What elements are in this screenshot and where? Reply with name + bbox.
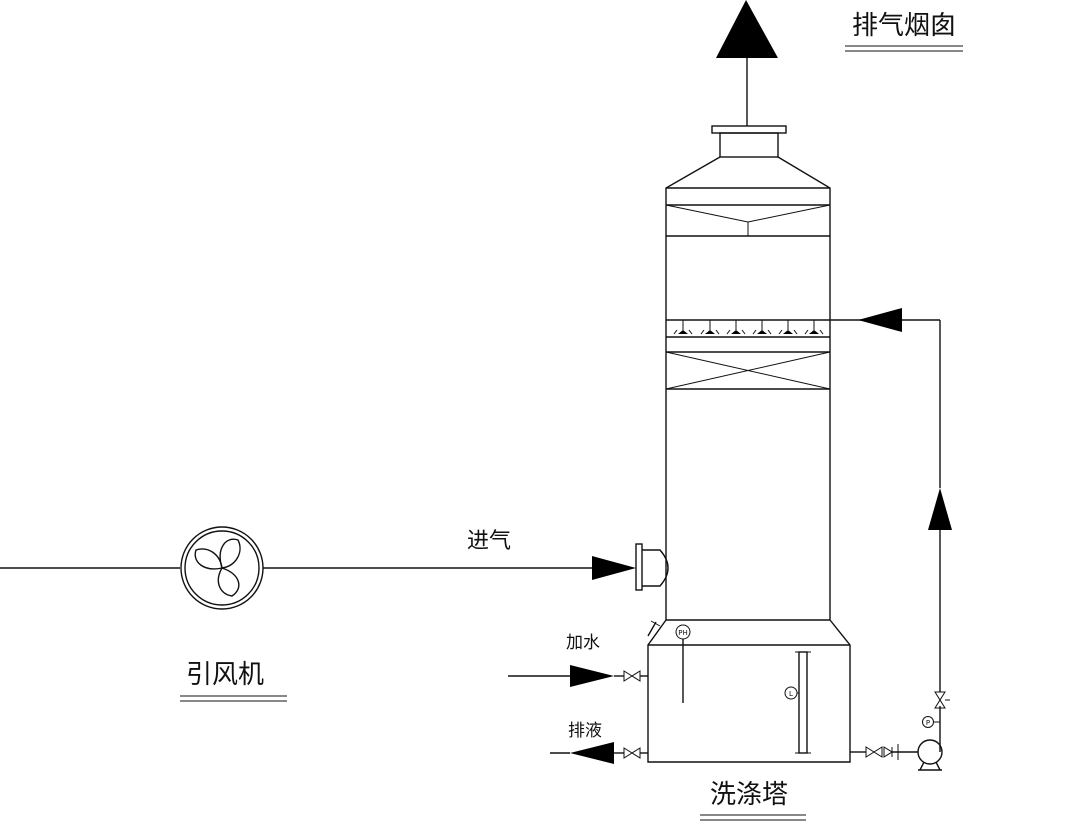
- induced-fan-label: 引风机: [186, 660, 264, 690]
- valve-icon: [623, 747, 641, 759]
- level-gauge-icon: L: [784, 651, 811, 754]
- vent-fitting-icon: [647, 620, 661, 637]
- nozzle-icon: [752, 320, 772, 335]
- nozzle-icon: [726, 320, 746, 335]
- circulation-up-arrow-icon: [928, 488, 952, 530]
- spray-nozzles: [673, 320, 824, 335]
- tower-body: [665, 156, 940, 621]
- valve-icon: [623, 670, 641, 682]
- outlet-neck: [719, 132, 779, 158]
- circulation-left-arrow-icon: [858, 308, 902, 332]
- add-water-arrow-icon: [570, 665, 614, 687]
- pressure-tag: P: [926, 719, 930, 727]
- drain-label: 排液: [568, 721, 602, 741]
- nozzle-icon: [804, 320, 824, 335]
- exhaust-outlet: [711, 0, 787, 158]
- scrubber-tower-label: 洗涤塔: [710, 780, 788, 810]
- nozzle-icon: [778, 320, 798, 335]
- outlet-flange: [711, 125, 787, 134]
- level-tag: L: [789, 690, 793, 698]
- drain-arrow-icon: [570, 742, 614, 764]
- nozzle-icon: [700, 320, 720, 335]
- label-induced-fan: 引风机: [180, 660, 287, 702]
- drain-line: [550, 742, 648, 764]
- inlet-arrow-icon: [592, 556, 636, 580]
- inlet-flange: [635, 543, 643, 591]
- inlet-line: [0, 526, 669, 610]
- ph-tag: PH: [678, 629, 688, 637]
- fan-icon: [180, 526, 264, 610]
- pump-icon: [917, 739, 943, 771]
- ph-meter-icon: PH: [675, 624, 691, 703]
- label-exhaust-chimney: 排气烟囱: [845, 11, 963, 52]
- check-valve-icon: [883, 746, 893, 758]
- add-water-label: 加水: [566, 633, 600, 653]
- circulation-line: P: [850, 308, 952, 771]
- label-scrubber-tower: 洗涤塔: [700, 780, 806, 821]
- nozzle-icon: [673, 320, 693, 335]
- pressure-gauge-icon: P: [922, 716, 940, 728]
- air-inlet-label: 进气: [467, 529, 511, 554]
- exhaust-arrow-icon: [716, 0, 778, 58]
- water-add-line: [508, 665, 648, 687]
- valve-icon: [865, 746, 883, 758]
- exhaust-chimney-label: 排气烟囱: [852, 11, 956, 41]
- sump-tank: PH L: [647, 619, 851, 763]
- valve-icon: [934, 691, 950, 709]
